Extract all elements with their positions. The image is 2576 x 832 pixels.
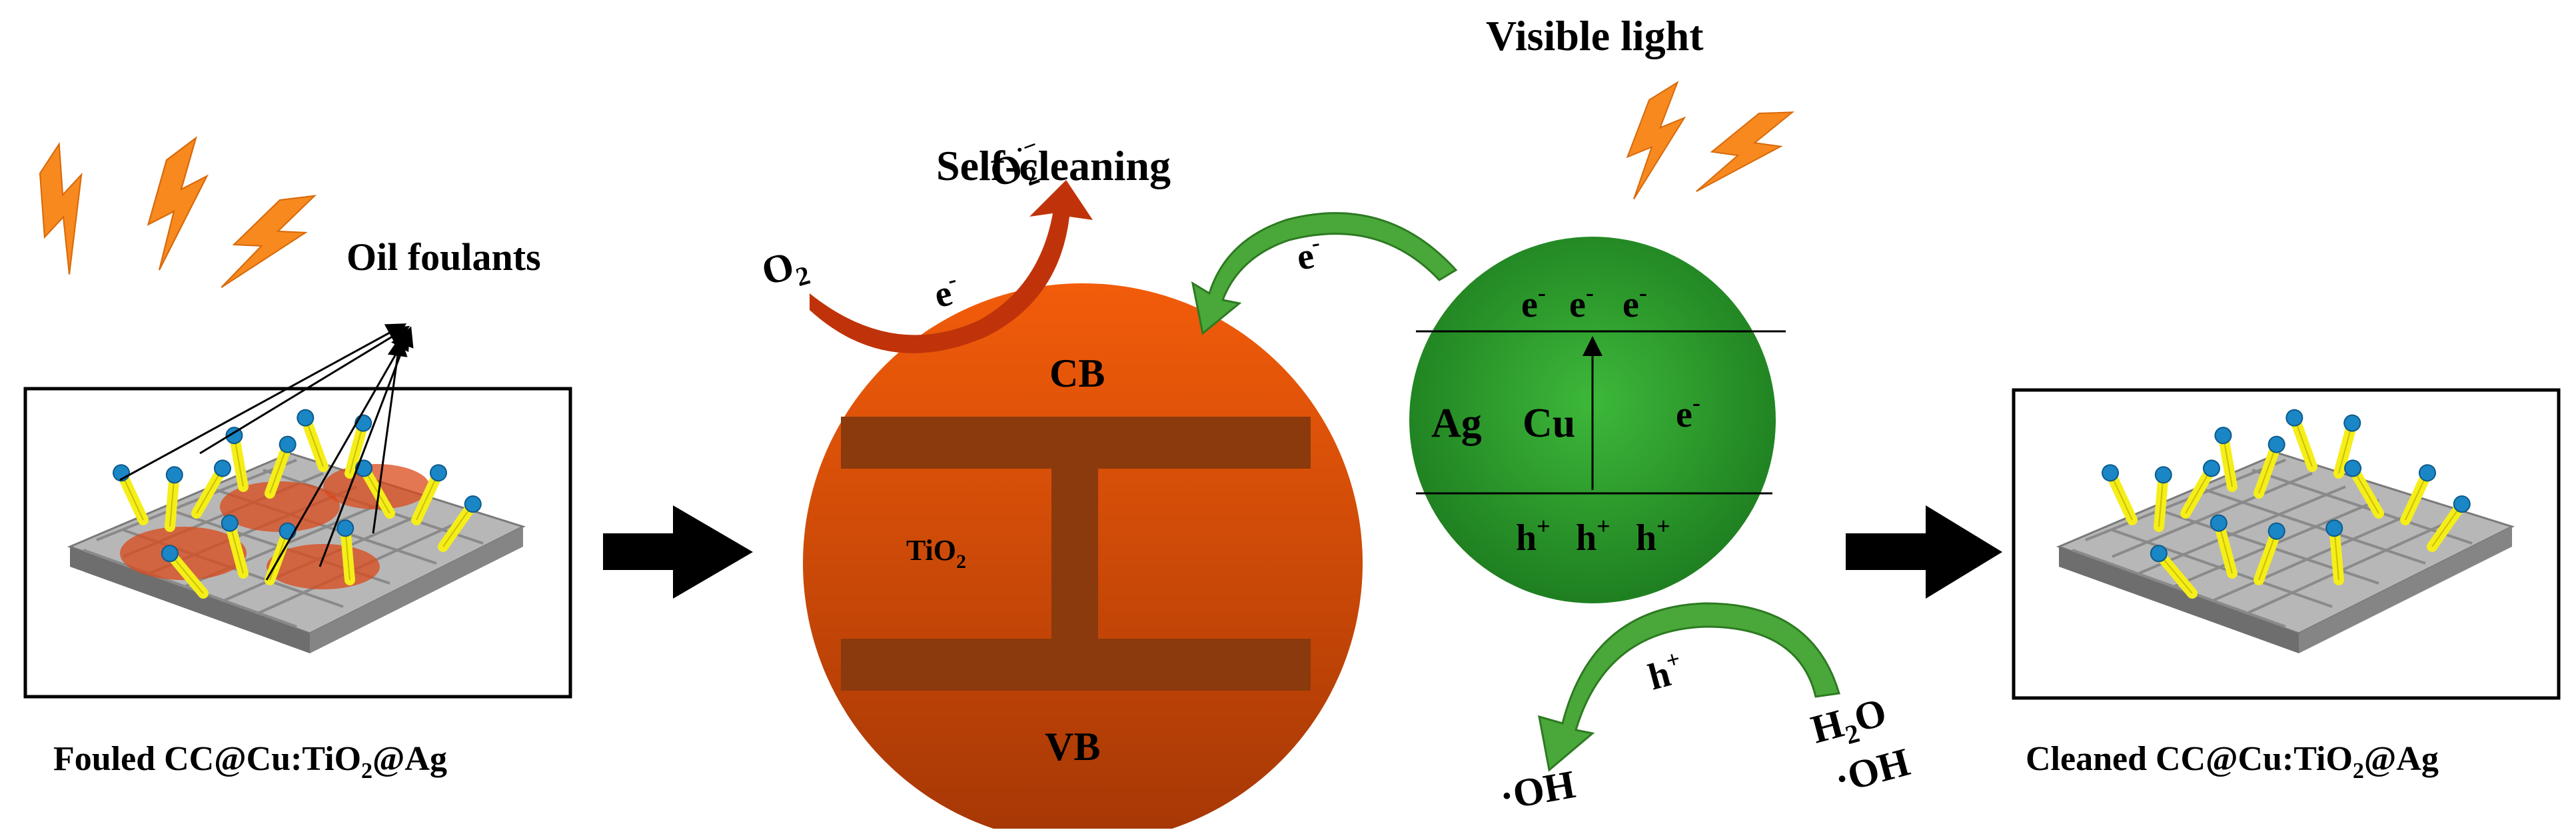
electron-label: e- — [929, 265, 964, 316]
conduction-band — [841, 417, 1311, 469]
process-arrow — [1846, 505, 2002, 599]
tio2-sphere: CB VB TiO2 — [803, 283, 1363, 832]
cu-label: Cu — [1523, 401, 1575, 446]
tio2-label: TiO2 — [906, 534, 966, 573]
green-curved-arrow — [1191, 212, 1458, 335]
reflection-arrows — [119, 323, 414, 581]
foulant-droplet — [120, 527, 247, 580]
hydroxyl-radical-label: ·OH — [1497, 762, 1579, 819]
light-bolt-icon — [1623, 77, 1688, 204]
light-bolt-icon — [147, 137, 208, 271]
cleaned-membrane-image — [2031, 407, 2540, 681]
light-bolt-icon — [1687, 87, 1802, 217]
cleaned-membrane-caption: Cleaned CC@Cu:TiO2@Ag — [2026, 740, 2439, 783]
band-gap — [1051, 469, 1098, 639]
light-bolt-icon — [211, 172, 324, 311]
hole-label: h+ — [1516, 513, 1551, 559]
light-bolt-icon — [15, 139, 113, 279]
superoxide-generation: Self-cleaning O2 O2·− e- — [757, 131, 1171, 353]
cleaned-membrane-panel: Cleaned CC@Cu:TiO2@Ag — [2012, 388, 2561, 783]
fouled-membrane-caption: Fouled CC@Cu:TiO2@Ag — [53, 740, 447, 783]
electron-label: e- — [1676, 389, 1700, 435]
electron-label: e- — [1521, 279, 1546, 325]
red-curved-arrow — [810, 180, 1093, 353]
vb-label: VB — [1045, 725, 1100, 769]
hole-label: h+ — [1636, 513, 1670, 559]
electron-transfer: e- — [1191, 212, 1458, 335]
green-curved-arrow — [1538, 602, 1840, 772]
o2-reactant-label: O2 — [757, 240, 813, 301]
oil-foulants-label: Oil foulants — [346, 235, 541, 279]
valence-band — [841, 639, 1311, 691]
hole-label: h+ — [1643, 645, 1688, 699]
self-cleaning-label: Self-cleaning — [936, 142, 1171, 189]
electron-label: e- — [1569, 279, 1594, 325]
cb-label: CB — [1049, 351, 1105, 395]
ag-cu-sphere: e- e- e- Ag Cu e- h+ h+ h+ — [1409, 237, 1786, 603]
hole-label: h+ — [1576, 513, 1610, 559]
visible-light-label: Visible light — [1486, 12, 1704, 59]
foulant-droplet — [220, 481, 340, 532]
hydroxyl-radical-label: ·OH — [1830, 739, 1914, 801]
fouled-membrane-image — [42, 407, 551, 681]
process-arrow — [603, 505, 753, 599]
ag-label: Ag — [1431, 401, 1482, 446]
electron-label: e- — [1622, 279, 1647, 325]
fouled-membrane-panel: Oil foulants — [15, 137, 572, 783]
hydroxyl-generation: h+ H2O ·OH ·OH — [1497, 602, 1914, 819]
